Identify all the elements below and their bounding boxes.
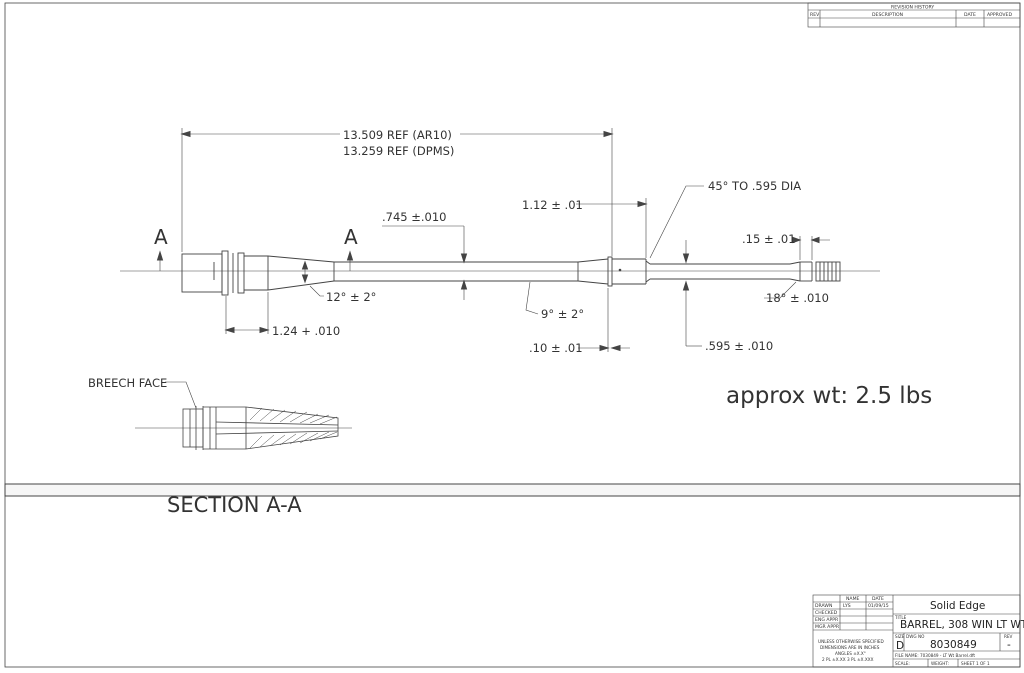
tb-title: BARREL, 308 WIN LT WT (900, 619, 1024, 631)
breech-face-label: BREECH FACE (88, 376, 167, 390)
tb-drawn: DRAWN (815, 603, 832, 609)
rev-col-date: DATE (964, 12, 976, 18)
tb-date-col: DATE (872, 596, 884, 602)
barrel-profile (120, 250, 880, 296)
tb-scale: SCALE: (895, 661, 910, 666)
gas-port-mark (618, 268, 622, 272)
tb-size: D (896, 640, 904, 652)
tb-rev-label: REV (1004, 634, 1013, 639)
section-view (135, 406, 352, 450)
tb-sheet: SHEET 1 OF 1 (961, 661, 990, 666)
tb-dwg-label: DWG NO (906, 634, 925, 639)
dimension-lines (159, 128, 830, 352)
tb-title-label: TITLE (894, 615, 907, 620)
tb-tol-line1: UNLESS OTHERWISE SPECIFIED (818, 639, 884, 644)
tb-dwg-no: 8030849 (930, 639, 977, 651)
dim-angle-12: 12° ± 2° (326, 290, 376, 304)
section-label-a-left: A (154, 225, 168, 249)
dim-overall-ar10: 13.509 REF (AR10) (343, 128, 452, 142)
section-title: SECTION A-A (167, 493, 302, 517)
tb-drawn-name: LYS (843, 603, 851, 609)
tb-size-label: SIZE (895, 634, 905, 639)
tb-rev: - (1007, 639, 1011, 651)
tb-tol-line4: 2 PL ±X.XX 3 PL ±X.XXX (822, 657, 874, 662)
dim-angle-18: 18° ± .010 (766, 291, 829, 305)
tb-drawn-date: 01/09/15 (868, 603, 889, 609)
dim-745: .745 ±.010 (382, 210, 447, 224)
tb-mgr-appr: MGR APPR (815, 624, 840, 630)
arrowheads (156, 130, 820, 352)
title-block (812, 594, 1021, 668)
sheet-border (4, 2, 1021, 668)
tb-file-name: FILE NAME: 7030849 - LT Wt Barrel.dft (895, 653, 975, 658)
rev-col-description: DESCRIPTION (872, 12, 903, 18)
breech-face-leader (165, 381, 197, 409)
tb-company: Solid Edge (930, 600, 985, 612)
rev-col-rev: REV (810, 12, 820, 18)
tb-eng-appr: ENG APPR (815, 617, 839, 623)
dim-595: .595 ± .010 (705, 339, 773, 353)
weight-note: approx wt: 2.5 lbs (726, 383, 932, 409)
scan-band (4, 483, 1021, 497)
revision-history-title: REVISION HISTORY (891, 5, 934, 11)
dim-chamfer-45: 45° TO .595 DIA (708, 179, 801, 193)
dim-10: .10 ± .01 (529, 341, 583, 355)
revision-history-block (807, 2, 1021, 28)
dim-112: 1.12 ± .01 (522, 198, 583, 212)
tb-tol-line2: DIMENSIONS ARE IN INCHES (820, 645, 880, 650)
dim-overall-dpms: 13.259 REF (DPMS) (343, 144, 454, 158)
tb-checked: CHECKED (815, 610, 838, 616)
section-label-a-right: A (344, 225, 358, 249)
tb-weight: WEIGHT: (931, 661, 949, 666)
section-hatching (249, 407, 338, 449)
dim-15: .15 ± .01 (742, 232, 796, 246)
tb-tol-line3: ANGLES ±X.X° (835, 651, 866, 656)
dim-angle-9: 9° ± 2° (541, 307, 584, 321)
rev-col-approved: APPROVED (987, 12, 1012, 18)
tb-name-col: NAME (846, 596, 860, 602)
dim-124: 1.24 + .010 (272, 324, 340, 338)
